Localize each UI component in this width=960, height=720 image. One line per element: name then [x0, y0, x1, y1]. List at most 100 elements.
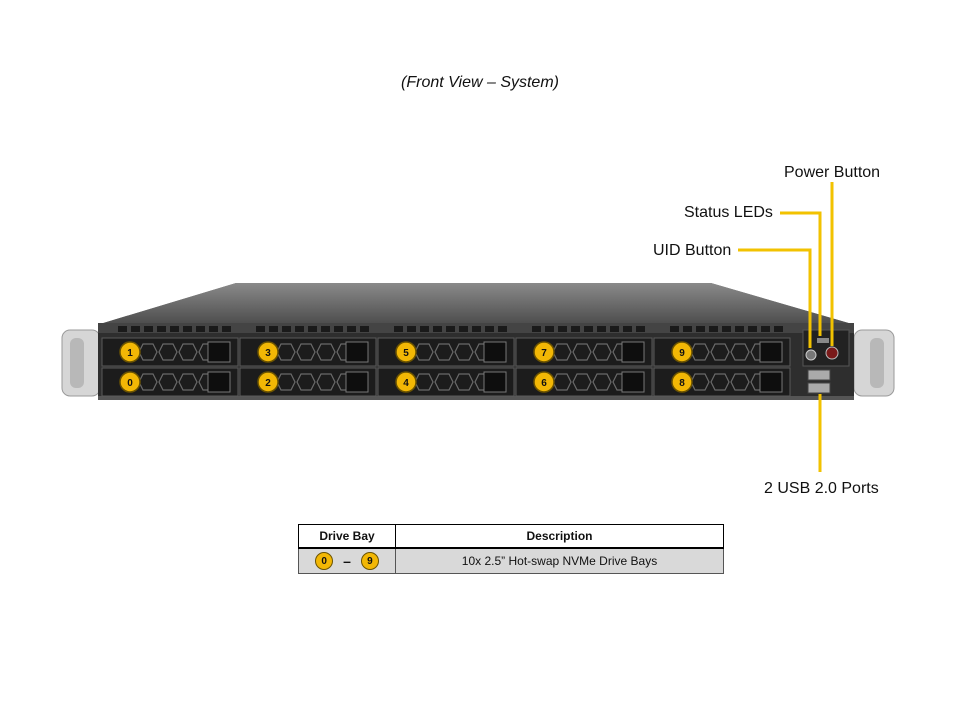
vent-slot — [321, 326, 330, 332]
drive-bay-table: Drive Bay Description 0 – 9 10x 2.5” Hot… — [298, 524, 724, 574]
bay-number-label: 2 — [265, 378, 271, 389]
bay-number-badge — [533, 371, 555, 393]
usb-ports-label: 2 USB 2.0 Ports — [764, 480, 879, 497]
vent-slot — [196, 326, 205, 332]
drive-bay-5[interactable]: 5 — [377, 337, 515, 367]
tray-vent-pattern — [690, 373, 710, 391]
tray-vent-pattern — [572, 343, 592, 361]
status-leds-line — [780, 211, 822, 336]
tray-latch — [759, 341, 783, 363]
vent-slot — [407, 326, 416, 332]
vent-slot — [696, 326, 705, 332]
tray-vent-pattern — [434, 373, 454, 391]
vent-slot — [774, 326, 783, 332]
uid-button-line — [738, 248, 812, 348]
vent-slot — [545, 326, 554, 332]
bay-badge-end: 9 — [360, 552, 379, 570]
vent-slot — [144, 326, 153, 332]
vent-slot — [420, 326, 429, 332]
vent-slot — [118, 326, 127, 332]
drive-bay-2[interactable]: 2 — [239, 367, 377, 397]
tray-latch — [759, 371, 783, 393]
vent-slot — [670, 326, 679, 332]
tray-latch — [207, 341, 231, 363]
vent-slot — [584, 326, 593, 332]
vent-slot — [485, 326, 494, 332]
vent-slot — [532, 326, 541, 332]
vent-slot — [222, 326, 231, 332]
tray-vent-pattern — [710, 373, 730, 391]
tray-vent-pattern — [296, 373, 316, 391]
vent-slot — [623, 326, 632, 332]
tray-latch — [483, 341, 507, 363]
tray-vent-pattern — [690, 343, 710, 361]
power-button — [825, 346, 839, 360]
bay-number-label: 1 — [127, 348, 133, 359]
vent-slot — [209, 326, 218, 332]
tray-vent-pattern — [730, 373, 750, 391]
drive-bay-7[interactable]: 7 — [515, 337, 653, 367]
drive-bay-1[interactable]: 1 — [101, 337, 239, 367]
drive-bay-6[interactable]: 6 — [515, 367, 653, 397]
tray-vent-pattern — [414, 343, 434, 361]
vent-slot — [571, 326, 580, 332]
vent-slot — [131, 326, 140, 332]
drive-bay-4[interactable]: 4 — [377, 367, 515, 397]
vent-slot — [761, 326, 770, 332]
drive-bay-range: 0 – 9 — [299, 552, 395, 570]
vent-slot — [610, 326, 619, 332]
tray-vent-pattern — [454, 343, 474, 361]
vent-slot — [722, 326, 731, 332]
bay-description: 10x 2.5” Hot-swap NVMe Drive Bays — [395, 547, 724, 574]
vent-slot — [472, 326, 481, 332]
vent-slot — [597, 326, 606, 332]
vent-slot — [170, 326, 179, 332]
tray-vent-pattern — [414, 373, 434, 391]
tray-vent-pattern — [178, 343, 198, 361]
bay-number-label: 3 — [265, 348, 271, 359]
table-header-drive-bay: Drive Bay — [298, 524, 396, 549]
vent-slot — [748, 326, 757, 332]
tray-vent-pattern — [158, 343, 178, 361]
vent-slot — [347, 326, 356, 332]
vent-slot — [446, 326, 455, 332]
bay-number-badge — [395, 371, 417, 393]
bay-number-label: 5 — [403, 348, 409, 359]
bay-number-badge — [119, 371, 141, 393]
vent-slot — [256, 326, 265, 332]
bay-number-label: 7 — [541, 348, 547, 359]
bay-number-badge — [671, 341, 693, 363]
tray-latch — [483, 371, 507, 393]
bay-number-label: 6 — [541, 378, 547, 389]
bay-number-label: 9 — [679, 348, 685, 359]
tray-vent-pattern — [592, 343, 612, 361]
bay-number-label: 4 — [403, 378, 409, 389]
tray-vent-pattern — [730, 343, 750, 361]
tray-vent-pattern — [178, 373, 198, 391]
vent-slot — [636, 326, 645, 332]
vent-slot — [735, 326, 744, 332]
vent-slot — [394, 326, 403, 332]
tray-vent-pattern — [552, 373, 572, 391]
drive-bay-9[interactable]: 9 — [653, 337, 791, 367]
bay-number-label: 8 — [679, 378, 685, 389]
usb-port-1 — [807, 369, 831, 381]
figure-caption: (Front View – System) — [401, 74, 559, 91]
tray-vent-pattern — [138, 373, 158, 391]
tray-latch — [621, 371, 645, 393]
usb-port-2 — [807, 382, 831, 394]
tray-vent-pattern — [434, 343, 454, 361]
tray-vent-pattern — [592, 373, 612, 391]
status-leds-label: Status LEDs — [684, 204, 773, 221]
vent-slot — [683, 326, 692, 332]
tray-vent-pattern — [710, 343, 730, 361]
tray-vent-pattern — [552, 343, 572, 361]
vent-slot — [558, 326, 567, 332]
vent-slot — [157, 326, 166, 332]
tray-vent-pattern — [296, 343, 316, 361]
tray-latch — [621, 341, 645, 363]
vent-slot — [433, 326, 442, 332]
drive-bay-0[interactable]: 0 — [101, 367, 239, 397]
drive-bay-3[interactable]: 3 — [239, 337, 377, 367]
drive-bay-8[interactable]: 8 — [653, 367, 791, 397]
